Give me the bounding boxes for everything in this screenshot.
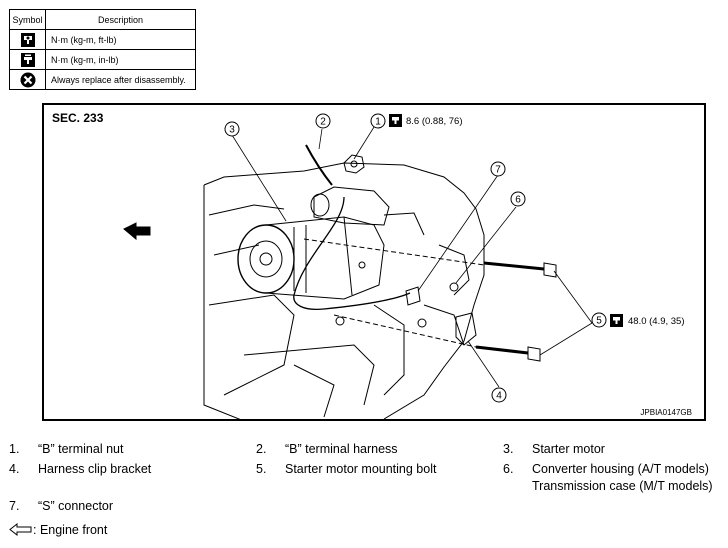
symbol-description: N·m (kg-m, in-lb) (45, 49, 196, 70)
torque-wrench-icon (610, 314, 623, 327)
table-row: N·m (kg-m, ft-lb) (9, 29, 196, 50)
symbol-header: Symbol (9, 9, 46, 30)
engine-front-arrow-icon (9, 522, 32, 537)
callout-5 (591, 312, 607, 328)
callout-6-label: 6 (515, 195, 521, 206)
callout-1 (370, 113, 386, 129)
item-label: “B” terminal nut (38, 442, 124, 456)
item-number: 1. (9, 442, 20, 456)
torque-spec-5: 48.0 (4.9, 35) (628, 316, 685, 327)
item-number: 5. (256, 462, 267, 476)
callout-6 (510, 191, 526, 207)
callout-4 (491, 387, 507, 403)
table-row: Always replace after disassembly. (9, 69, 196, 90)
item-label: Starter motor (532, 442, 605, 456)
always-replace-icon (20, 72, 35, 87)
callout-3-label: 3 (229, 125, 235, 136)
item-label-secondary: Transmission case (M/T models) (532, 479, 713, 493)
torque-spec-1: 8.6 (0.88, 76) (406, 116, 463, 127)
callout-5-label: 5 (596, 316, 602, 327)
symbol-description: Always replace after disassembly. (45, 69, 196, 90)
starter-motor-diagram: 1 2 3 4 5 6 7 8.6 (0.88, 76) 48.0 (4.9, … (42, 103, 706, 421)
symbol-table: Symbol Description N·m (kg-m, ft-lb) N·m… (9, 9, 196, 90)
callout-2 (315, 113, 331, 129)
item-label: “S” connector (38, 499, 114, 513)
engine-front-label: : Engine front (33, 523, 108, 537)
item-label: Converter housing (A/T models) (532, 462, 709, 476)
torque-wrench-icon (20, 32, 35, 47)
description-header: Description (45, 9, 196, 30)
symbol-description: N·m (kg-m, ft-lb) (45, 29, 196, 50)
callout-7 (490, 161, 506, 177)
callout-3 (224, 121, 240, 137)
callout-2-label: 2 (320, 117, 326, 128)
engine-front-note: : Engine front (9, 522, 108, 537)
exploded-view-drawing: 1 2 3 4 5 6 7 8.6 (0.88, 76) 48.0 (4.9, … (123, 113, 685, 419)
table-row: N·m (kg-m, in-lb) (9, 49, 196, 70)
item-label: Harness clip bracket (38, 462, 152, 476)
item-label: Starter motor mounting bolt (285, 462, 437, 476)
torque-wrench-icon (389, 114, 402, 127)
callout-1-label: 1 (375, 117, 381, 128)
callout-7-label: 7 (495, 165, 501, 176)
item-number: 2. (256, 442, 267, 456)
section-title: SEC. 233 (52, 111, 104, 125)
engine-front-arrow-icon (123, 222, 151, 241)
callout-4-label: 4 (496, 391, 502, 402)
item-number: 7. (9, 499, 20, 513)
item-number: 3. (503, 442, 514, 456)
figure-code: JPBIA0147GB (640, 408, 692, 417)
torque-wrench-small-icon (20, 52, 35, 67)
item-number: 4. (9, 462, 20, 476)
item-label: “B” terminal harness (285, 442, 398, 456)
item-number: 6. (503, 462, 514, 476)
